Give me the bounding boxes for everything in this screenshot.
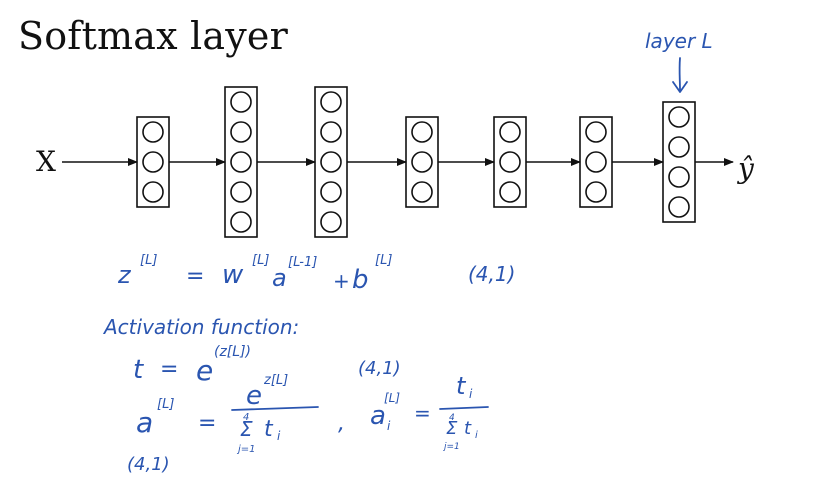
neuron — [230, 211, 252, 233]
a-i-den: t — [464, 418, 472, 439]
linear-eq-a: a — [272, 264, 287, 292]
linear-eq-text: z — [117, 261, 132, 289]
t-def-exp: (z[L]) — [214, 344, 251, 360]
neuron — [230, 181, 252, 203]
t-def-t: t — [133, 355, 144, 385]
linear-eq-w: w — [222, 260, 244, 290]
a-i-eq: = — [414, 401, 431, 425]
a-i-sigma-top: 4 — [449, 413, 455, 423]
linear-eq-sup-l2: [L] — [252, 253, 269, 268]
a-i-a: a — [370, 401, 386, 431]
linear-eq-b: b — [352, 265, 369, 295]
linear-equation: z [L] = w [L] a [L-1] + b [L] (4,1) — [117, 253, 515, 295]
t-def-e: e — [196, 354, 213, 387]
a-comma: , — [338, 411, 345, 436]
layer-4 — [405, 116, 439, 208]
neuron — [411, 121, 433, 143]
z-shape: (4,1) — [468, 262, 515, 286]
layer-3-box — [314, 86, 348, 238]
a-def-eq: = — [198, 411, 216, 436]
layer-4-box — [405, 116, 439, 208]
neuron — [585, 151, 607, 173]
neuron — [668, 136, 690, 158]
handwritten-annotations: layer L z [L] = w [L] a [L-1] + b [L] (4… — [102, 29, 713, 475]
a-def-sup: [L] — [157, 397, 174, 412]
linear-eq-plus: + — [333, 269, 350, 293]
a-i-sigma-bottom: j=1 — [442, 442, 460, 452]
neuron — [142, 181, 164, 203]
linear-eq-sup-l3: [L-1] — [288, 255, 317, 270]
layer-6-box — [579, 116, 613, 208]
neuron — [320, 121, 342, 143]
a-def-fraction-bar — [231, 406, 319, 411]
slide-title: Softmax layer — [18, 14, 288, 58]
neuron — [320, 151, 342, 173]
neuron — [585, 121, 607, 143]
neuron — [320, 181, 342, 203]
t-def-eq: = — [160, 357, 178, 382]
neuron — [411, 181, 433, 203]
a-i-definition: a [L] i = t i Σ 4 j=1 t i — [370, 372, 489, 452]
layer-2 — [224, 86, 258, 238]
output-label: ŷ — [736, 152, 755, 185]
neuron — [230, 151, 252, 173]
a-i-sigma: Σ — [446, 418, 458, 439]
neuron — [668, 106, 690, 128]
a-i-sub: i — [387, 419, 391, 433]
a-def-den: t — [264, 417, 274, 442]
neuron — [668, 166, 690, 188]
a-def-a: a — [136, 406, 153, 439]
layer-5 — [493, 116, 527, 208]
activation-heading: Activation function: — [102, 315, 299, 339]
layer-7-box — [662, 101, 696, 223]
layer-l-arrow-head — [672, 81, 688, 93]
neuron — [585, 181, 607, 203]
a-def-sigma-bottom: j=1 — [236, 444, 256, 455]
layer-6 — [579, 116, 613, 208]
neuron — [142, 121, 164, 143]
neuron — [411, 151, 433, 173]
neuron — [320, 91, 342, 113]
layer-2-box — [224, 86, 258, 238]
a-def-den-sub: i — [277, 429, 281, 443]
a-i-fraction-bar — [439, 406, 489, 410]
layer-1 — [136, 116, 170, 208]
neuron — [230, 121, 252, 143]
a-i-num: t — [456, 372, 467, 400]
a-def-num: e — [246, 381, 262, 411]
linear-eq-sup-l1: [L] — [140, 253, 157, 268]
neuron — [142, 151, 164, 173]
a-def-sigma: Σ — [240, 417, 253, 441]
layer-1-box — [136, 116, 170, 208]
a-def-num-exp: z[L] — [263, 373, 288, 388]
linear-eq-sup-l4: [L] — [375, 253, 392, 268]
layer-5-box — [493, 116, 527, 208]
a-def-sigma-top: 4 — [243, 412, 249, 423]
neuron — [499, 181, 521, 203]
neuron — [499, 151, 521, 173]
a-i-num-sub: i — [469, 387, 473, 401]
a-definition: a [L] = e z[L] Σ 4 j=1 t i , — [136, 373, 345, 455]
neuron — [230, 91, 252, 113]
neuron — [668, 196, 690, 218]
input-label: X — [36, 145, 56, 178]
a-i-sup: [L] — [384, 391, 400, 405]
layer-3 — [314, 86, 348, 238]
a-shape: (4,1) — [127, 454, 170, 475]
t-definition: t = e (z[L]) (4,1) — [133, 344, 401, 387]
a-i-den-sub: i — [475, 430, 478, 441]
neuron — [499, 121, 521, 143]
t-shape: (4,1) — [358, 358, 401, 379]
layer-7 — [662, 101, 696, 223]
layer-l-label: layer L — [645, 29, 713, 53]
neuron — [320, 211, 342, 233]
linear-eq-equals: = — [186, 264, 204, 289]
